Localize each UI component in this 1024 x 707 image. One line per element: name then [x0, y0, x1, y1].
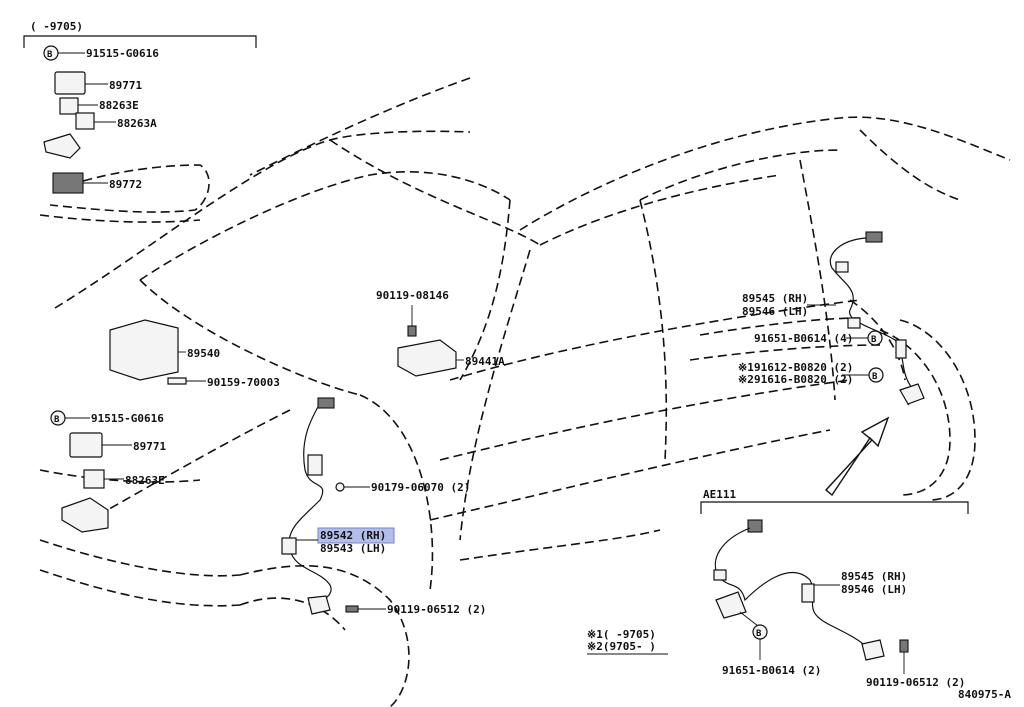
view-direction-arrow: [824, 416, 890, 497]
rear-sensor-connector: [865, 231, 883, 243]
relay-block-89772: [52, 172, 84, 194]
relay-group-lower: B 91515-G0616 89771 88263E: [50, 410, 166, 533]
part-label-91515-g0616-lower[interactable]: 91515-G0616: [91, 412, 164, 425]
part-label-88263e-lower[interactable]: 88263E: [125, 474, 165, 487]
legend-line-2: ※2(9705- ): [587, 640, 656, 653]
rear-wire-clip-1: [835, 261, 849, 273]
bolt-90159-icon: [167, 377, 187, 385]
front-speed-sensor: 90179-06070 (2) 89542 (RH) 89543 (LH) 90…: [281, 397, 486, 616]
drawing-number: 840975-A: [958, 688, 1011, 701]
part-label-89771-lower[interactable]: 89771: [133, 440, 166, 453]
b-marker-text: B: [872, 372, 878, 382]
front-sensor-head: [307, 595, 331, 615]
inset-sensor-head: [861, 639, 885, 661]
part-label-90119-08146[interactable]: 90119-08146: [376, 289, 449, 302]
relay-89771-top: [54, 71, 86, 95]
inset-model-label: AE111: [703, 488, 736, 501]
relay-88263e-top: [59, 97, 79, 115]
relay-bracket: [43, 133, 81, 159]
part-label-89546-lh-rear[interactable]: 89546 (LH): [742, 305, 808, 318]
inset-bolt-icon: [899, 639, 909, 653]
rear-wire-clip-2: [847, 317, 861, 329]
inset-sensor-connector: [747, 519, 763, 533]
part-label-89546-lh-inset[interactable]: 89546 (LH): [841, 583, 907, 596]
relay-group-bracket-label: ( -9705): [30, 20, 83, 33]
clip-90179-icon: [335, 482, 345, 492]
rear-sensor-head: [899, 383, 925, 405]
part-label-89441a[interactable]: 89441A: [465, 355, 505, 368]
bolt-90119-08146-icon: [407, 325, 417, 337]
relay-88263a: [75, 112, 95, 130]
b-marker-text: B: [54, 415, 60, 425]
relay-88263e-lower: [83, 469, 105, 489]
part-label-89545-rh-rear[interactable]: 89545 (RH): [742, 292, 808, 305]
relay-group-top: ( -9705) B 91515-G0616 89771 88263E 8826…: [23, 20, 257, 194]
b-marker-icon: [867, 330, 883, 346]
yaw-sensor-89441a-shape: [397, 339, 457, 377]
part-label-89543-lh[interactable]: 89543 (LH): [320, 542, 386, 555]
b-marker-text: B: [871, 335, 877, 345]
highlight-89542: [317, 527, 395, 544]
car-body-outline: [39, 77, 1011, 707]
relay-mount-bracket: [61, 497, 109, 533]
front-sensor-wire: [288, 399, 332, 606]
part-label-88263a[interactable]: 88263A: [117, 117, 157, 130]
legend: ※1( -9705) ※2(9705- ): [587, 628, 668, 655]
part-label-89771-top[interactable]: 89771: [109, 79, 142, 92]
legend-line-1: ※1( -9705): [587, 628, 656, 641]
part-label-89772[interactable]: 89772: [109, 178, 142, 191]
part-label-89545-rh-inset[interactable]: 89545 (RH): [841, 570, 907, 583]
part-label-90179-06070[interactable]: 90179-06070 (2): [371, 481, 470, 494]
part-label-91651-b0614-rear[interactable]: 91651-B0614 (4): [754, 332, 853, 345]
part-label-91612-b0820[interactable]: 91612-B0820 (2): [754, 361, 853, 374]
computer-89540-shape: [109, 319, 179, 381]
rear-speed-sensor: 89545 (RH) 89546 (LH) 91651-B0614 (4) B …: [738, 231, 925, 406]
part-label-90119-06512-inset[interactable]: 90119-06512 (2): [866, 676, 965, 689]
b-marker-text: B: [756, 629, 762, 639]
relay-89771-lower: [69, 432, 103, 458]
marker-2: ※2: [738, 373, 754, 386]
inset-wire-clip-1: [713, 569, 727, 581]
inset-mount-bracket: [715, 591, 747, 619]
bolt-90119-06512-icon: [345, 605, 359, 613]
front-wire-grommet: [281, 537, 297, 555]
part-label-90119-06512-front[interactable]: 90119-06512 (2): [387, 603, 486, 616]
b-marker-text: B: [47, 50, 53, 60]
inset-ae111: AE111 89545 (RH) 89546 (LH) B 91651-B061…: [700, 488, 969, 689]
inset-wire-clip-2: [801, 583, 815, 603]
part-label-88263e-top[interactable]: 88263E: [99, 99, 139, 112]
part-label-89540[interactable]: 89540: [187, 347, 220, 360]
marker-1: ※1: [738, 361, 754, 374]
part-label-91616-b0820[interactable]: 91616-B0820 (2): [754, 373, 853, 386]
part-label-91515-g0616-top[interactable]: 91515-G0616: [86, 47, 159, 60]
part-label-90159-70003[interactable]: 90159-70003: [207, 376, 280, 389]
rear-wire-clip-3: [895, 339, 907, 359]
yaw-sensor-assembly: 90119-08146 89441A: [376, 289, 505, 377]
b-marker-icon: [868, 367, 884, 383]
part-label-91651-b0614-inset[interactable]: 91651-B0614 (2): [722, 664, 821, 677]
front-sensor-connector: [317, 397, 335, 409]
abs-computer: 89540 90159-70003: [109, 319, 280, 389]
front-wire-clip: [307, 454, 323, 476]
part-label-89542-rh[interactable]: 89542 (RH): [320, 529, 386, 542]
